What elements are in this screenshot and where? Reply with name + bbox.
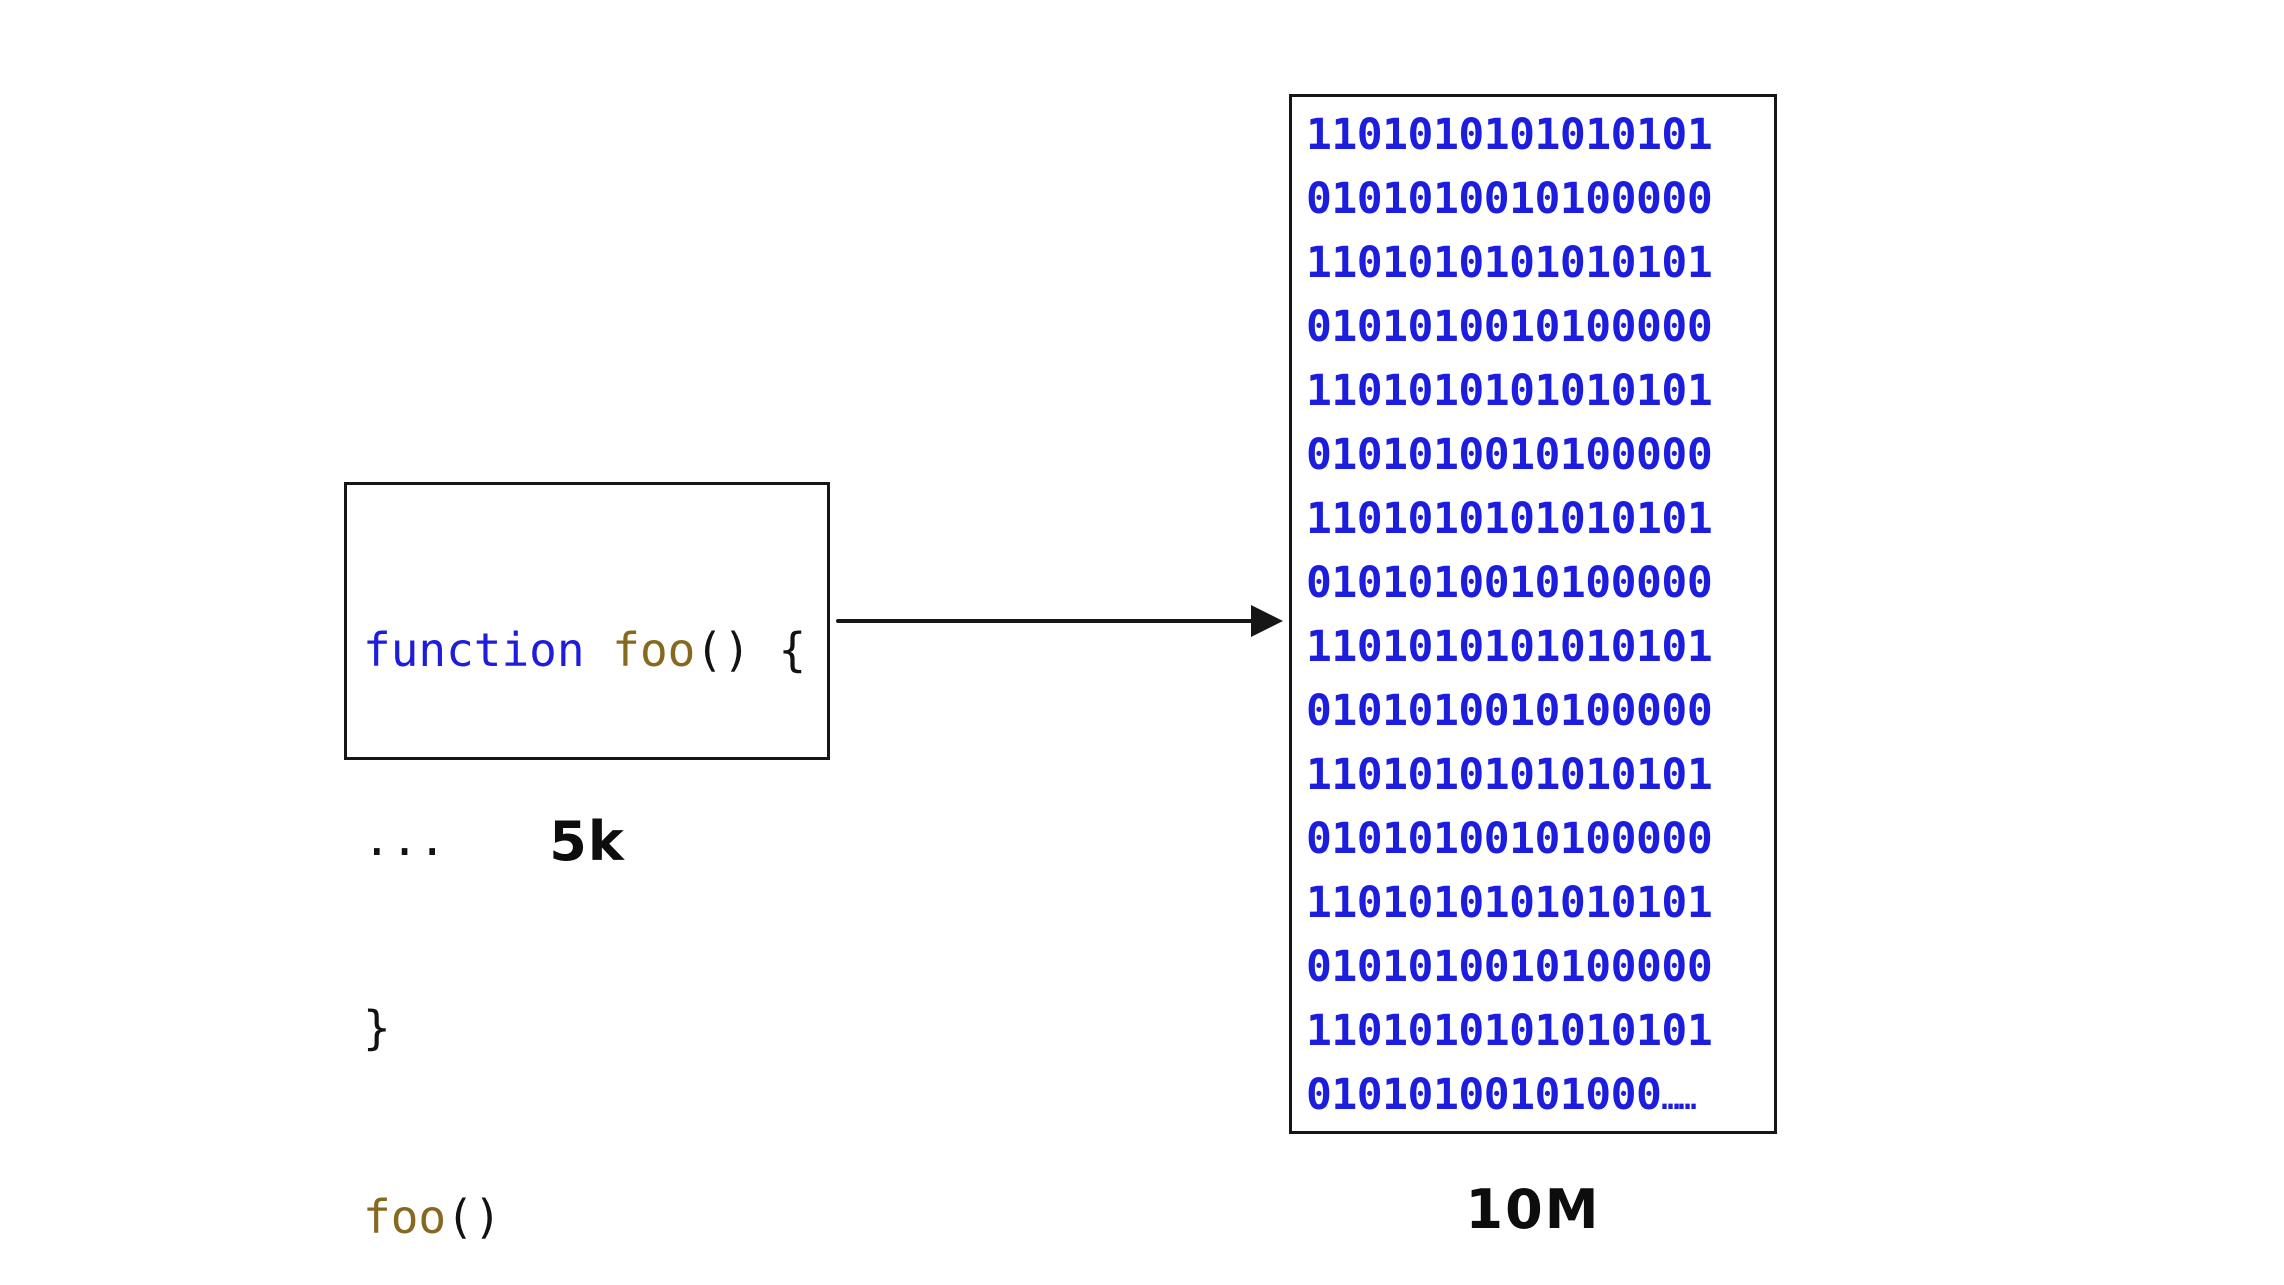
binary-row: 0101010010100000 [1306,558,1713,608]
code-line-4: foo() [363,1186,823,1249]
binary-row: 0101010010100000 [1306,302,1713,352]
compilation-arrow-icon [836,605,1283,637]
binary-row-digits: 01010100101000 [1306,1070,1662,1120]
binary-row: 1101010101010101 [1306,750,1713,800]
binary-row: 0101010010100000 [1306,430,1713,480]
code-ellipsis-body: ... [363,812,447,866]
code-punct-close-brace: } [363,1001,391,1055]
binary-row: 0101010010100000 [1306,174,1713,224]
source-code-listing: function foo() { ... } foo() [363,493,823,1285]
binary-row: 1101010101010101 [1306,366,1713,416]
code-line-3: } [363,997,823,1060]
binary-truncation-ellipsis: …… [1661,1082,1696,1117]
code-call-name-foo: foo [363,1190,447,1244]
code-line-2: ... [363,808,823,871]
code-punct-open-brace: () { [695,623,807,677]
code-function-name-foo: foo [612,623,696,677]
code-call-parens: () [446,1190,502,1244]
code-space [585,623,613,677]
binary-size-label: 10M [1465,1178,1601,1241]
binary-listing: 1101010101010101 0101010010100000 11010101… [1306,103,1772,1132]
binary-row: 1101010101010101 [1306,1006,1713,1056]
binary-row: 01010100101000…… [1306,1063,1772,1132]
binary-row: 0101010010100000 [1306,686,1713,736]
binary-row: 0101010010100000 [1306,942,1713,992]
binary-row: 0101010010100000 [1306,814,1713,864]
code-line-1: function foo() { [363,619,823,682]
source-code-box: function foo() { ... } foo() [344,482,830,1244]
binary-row: 1101010101010101 [1306,494,1713,544]
compiled-binary-box: 1101010101010101 0101010010100000 11010101… [1289,94,1777,1134]
code-keyword-function: function [363,623,585,677]
binary-row: 1101010101010101 [1306,622,1713,672]
source-size-label: 5k [549,810,625,873]
binary-row: 1101010101010101 [1306,110,1713,160]
binary-row: 1101010101010101 [1306,238,1713,288]
binary-row: 1101010101010101 [1306,878,1713,928]
